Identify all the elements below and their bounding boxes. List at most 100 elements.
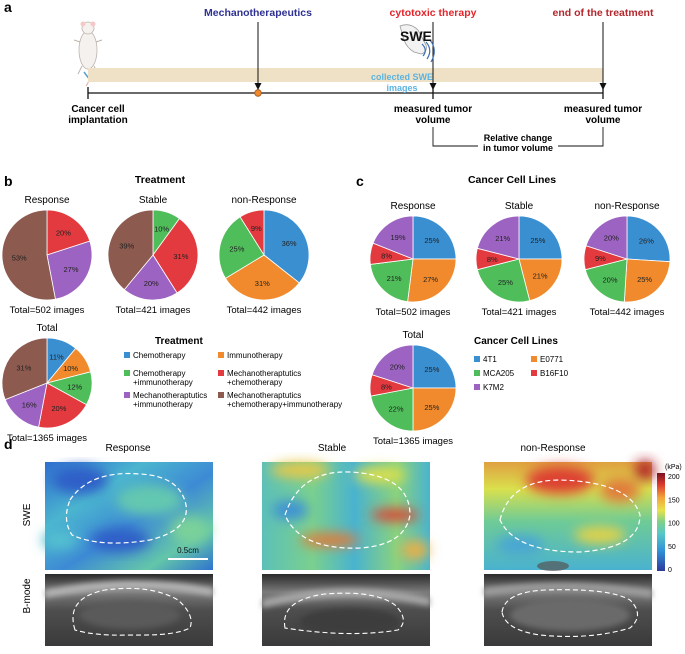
pie-slice-label: 21% <box>495 234 510 243</box>
pie-slice-label: 22% <box>388 405 403 414</box>
pie-slice-label: 20% <box>144 279 159 288</box>
row-label-bmode: B-mode <box>22 578 33 613</box>
legend-swatch <box>218 370 224 376</box>
pie-caption: Total=1365 images <box>373 436 453 447</box>
pie-slice-label: 20% <box>602 276 617 285</box>
pie-slice-label: 20% <box>51 404 66 413</box>
legend-label: E0771 <box>540 355 564 364</box>
legend-swatch <box>531 356 537 362</box>
pie-slice-label: 36% <box>282 239 297 248</box>
pie-slice-label: 25% <box>637 275 652 284</box>
pie-slice-label: 12% <box>67 383 82 392</box>
cancer-implantation-line1: Cancer cell <box>71 104 125 115</box>
column-label-response: Response <box>105 443 150 454</box>
pie-caption: Total=442 images <box>227 305 302 316</box>
pie-title: Total <box>36 323 57 334</box>
swe-label: SWE <box>400 28 432 44</box>
cancer-implantation-line2: implantation <box>68 115 127 126</box>
panel-d-letter: d <box>4 436 13 452</box>
mechano-marker <box>254 89 262 97</box>
pie-slice <box>584 258 628 303</box>
measured-volume-1-line2: volume <box>415 115 450 126</box>
panel-b-letter: b <box>4 173 13 189</box>
treatment-legend-title: Treatment <box>155 336 203 347</box>
cytotoxic-therapy-label: cytotoxic therapy <box>390 7 477 19</box>
pie-slice-label: 21% <box>533 271 548 280</box>
colorbar-tick-label: 0 <box>668 567 672 574</box>
legend-swatch <box>474 370 480 376</box>
legend-swatch <box>474 356 480 362</box>
legend-swatch <box>218 352 224 358</box>
measured-volume-2-line1: measured tumor <box>564 104 642 115</box>
legend-label: Mechanotheraptutics <box>227 369 301 378</box>
pie-caption: Total=421 images <box>482 307 557 318</box>
pie-slice-label: 31% <box>173 252 188 261</box>
pie-slice-label: 20% <box>56 228 71 237</box>
pie-slice-label: 10% <box>63 364 78 373</box>
panel-d: d Response Stable non-Response SWE B-mod… <box>4 436 682 646</box>
colorbar-tick-label: 50 <box>668 544 676 551</box>
relative-change-line1: Relative change <box>484 133 553 143</box>
pie-title: non-Response <box>594 201 659 212</box>
panel-a-letter: a <box>4 0 12 15</box>
pie-slice <box>46 209 91 256</box>
pie-slice <box>239 209 265 257</box>
pie-title: Stable <box>139 195 168 206</box>
pie-slice-label: 20% <box>390 362 405 371</box>
measured-volume-2-line2: volume <box>585 115 620 126</box>
end-of-treatment-label: end of the treatment <box>553 7 654 19</box>
pie-slice-label: 25% <box>424 403 439 412</box>
pie-slice <box>263 209 310 284</box>
colorbar-tick-label: 200 <box>668 474 680 481</box>
pie-slice <box>372 215 414 260</box>
pie-slice-label: 27% <box>423 275 438 284</box>
panel-b-title: Treatment <box>135 174 186 186</box>
legend-label: 4T1 <box>483 355 497 364</box>
bmode-image-non-response <box>484 574 652 646</box>
legend-swatch <box>124 392 130 398</box>
pie-slice <box>476 258 531 303</box>
swe-image-non-response <box>484 460 655 571</box>
panel-c-title: Cancer Cell Lines <box>468 174 556 186</box>
pie-slice <box>407 258 457 303</box>
column-label-non-response: non-Response <box>520 443 585 454</box>
legend-swatch <box>124 370 130 376</box>
pie-slice-label: 25% <box>424 365 439 374</box>
measured-volume-1-line1: measured tumor <box>394 104 472 115</box>
pie-slice <box>585 215 628 260</box>
pie-title: Response <box>390 201 435 212</box>
column-label-stable: Stable <box>318 443 347 454</box>
pie-title: non-Response <box>231 195 296 206</box>
pie-slice-label: 25% <box>530 236 545 245</box>
swe-image-response: 0.5cm <box>42 462 213 570</box>
pie-slice-label: 9% <box>595 254 606 263</box>
legend-swatch <box>474 384 480 390</box>
pie-slice-label: 8% <box>487 255 498 264</box>
legend-label: MCA205 <box>483 369 515 378</box>
pie-title: Response <box>24 195 69 206</box>
legend-label: B16F10 <box>540 369 569 378</box>
pie-slice-label: 26% <box>639 237 654 246</box>
pie-caption: Total=502 images <box>10 305 85 316</box>
pie-slice-label: 25% <box>424 236 439 245</box>
row-label-swe: SWE <box>22 503 33 526</box>
panel-c: c Cancer Cell Lines Response25%27%21%8%1… <box>356 173 671 447</box>
pie-slice-label: 8% <box>381 252 392 261</box>
pie-slice-label: 9% <box>251 224 262 233</box>
pie-slice <box>371 344 414 389</box>
pie-slice <box>224 254 300 301</box>
pie-slice-label: 10% <box>154 225 169 234</box>
pie-slice <box>626 215 671 263</box>
cell-lines-legend-title: Cancer Cell Lines <box>474 336 558 347</box>
pie-slice-label: 20% <box>604 233 619 242</box>
legend-label: +immunotherapy <box>133 378 193 387</box>
scale-bar-label: 0.5cm <box>177 546 199 555</box>
